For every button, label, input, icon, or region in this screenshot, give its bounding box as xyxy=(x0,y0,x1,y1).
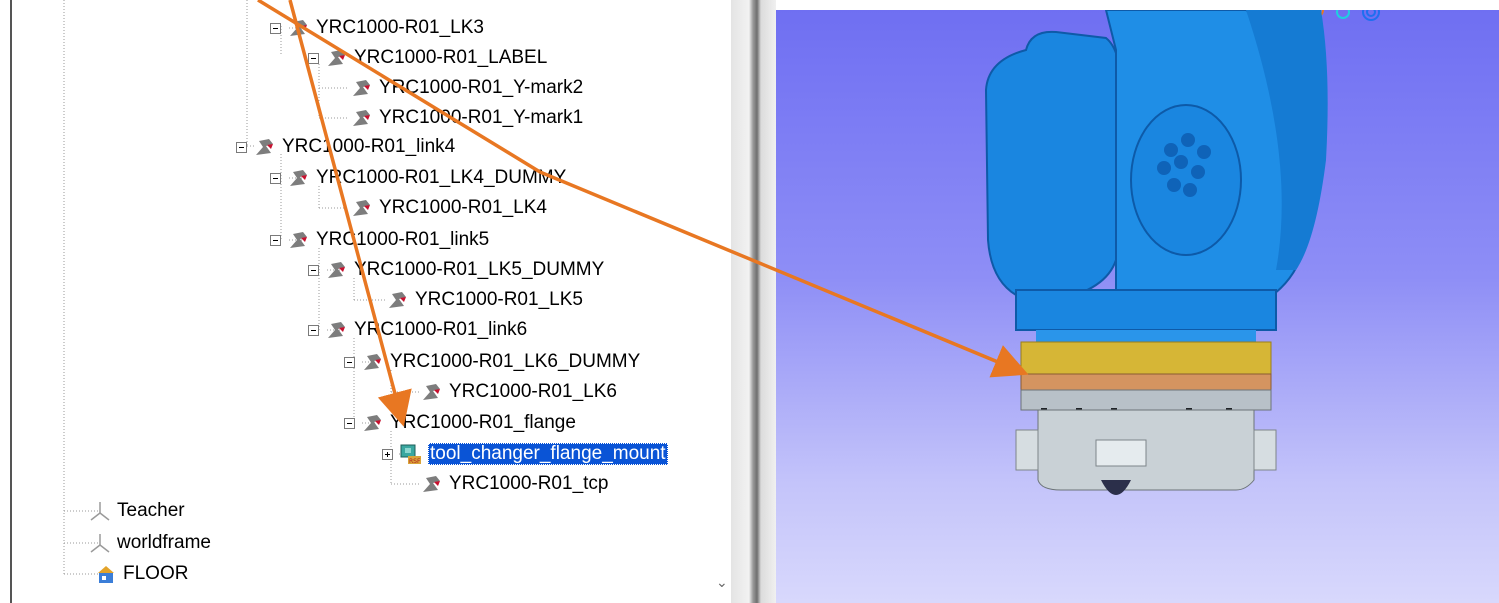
robot-link-icon xyxy=(353,110,370,126)
tree-node-lk4[interactable]: YRC1000-R01_LK4 xyxy=(350,196,547,220)
robot-link-icon xyxy=(353,80,370,96)
tree-node-label: YRC1000-R01_tcp xyxy=(449,473,609,494)
viewport-frame xyxy=(776,0,1499,10)
robot-link-icon xyxy=(423,384,440,400)
tree-node-y-mark1[interactable]: YRC1000-R01_Y-mark1 xyxy=(350,106,583,130)
collapse-toggle[interactable] xyxy=(308,324,319,336)
floor-object-icon xyxy=(98,566,114,583)
tree-node-label: YRC1000-R01_LK4_DUMMY xyxy=(316,167,567,188)
tree-node-label-group[interactable]: YRC1000-R01_LABEL xyxy=(308,46,547,70)
tree-node-label: YRC1000-R01_link4 xyxy=(282,136,456,157)
collapse-toggle[interactable] xyxy=(344,417,355,429)
robot-link-icon xyxy=(328,262,345,278)
robot-link-icon xyxy=(364,354,381,370)
tree-node-link4[interactable]: YRC1000-R01_link4 xyxy=(236,135,455,159)
tree-node-lk5[interactable]: YRC1000-R01_LK5 xyxy=(386,288,583,312)
collapse-toggle[interactable] xyxy=(270,234,281,246)
robot-link-icon xyxy=(423,476,440,492)
tree-node-lk5-dummy[interactable]: YRC1000-R01_LK5_DUMMY xyxy=(308,258,604,282)
tree-panel[interactable]: YRC1000-R01_LK3 YRC1000-R01_LABEL YRC100… xyxy=(0,0,731,603)
tool-assembly-icon: RSF xyxy=(400,444,421,465)
tree-node-lk4-dummy[interactable]: YRC1000-R01_LK4_DUMMY xyxy=(270,166,566,190)
robot-link-icon xyxy=(328,50,345,66)
tree-node-label-selected: tool_changer_flange_mount xyxy=(428,443,668,465)
tree-node-label: YRC1000-R01_Y-mark2 xyxy=(379,77,584,98)
tree-node-label: YRC1000-R01_LK5_DUMMY xyxy=(354,259,605,280)
panel-border xyxy=(10,0,12,603)
tree-node-label: YRC1000-R01_LK4 xyxy=(379,197,547,218)
tree-node-label: YRC1000-R01_LK6 xyxy=(449,381,617,402)
expand-toggle[interactable] xyxy=(382,448,393,460)
robot-link-icon xyxy=(256,139,273,155)
tree-node-link6[interactable]: YRC1000-R01_link6 xyxy=(308,318,527,342)
tree-node-label: YRC1000-R01_LK6_DUMMY xyxy=(390,351,641,372)
tree-node-label: YRC1000-R01_LK3 xyxy=(316,17,484,38)
collapse-toggle[interactable] xyxy=(270,172,281,184)
tree-node-label: worldframe xyxy=(117,532,211,553)
collapse-toggle[interactable] xyxy=(236,141,247,153)
tree-node-label: YRC1000-R01_LABEL xyxy=(354,47,548,68)
tree-node-label: YRC1000-R01_LK5 xyxy=(415,289,583,310)
robot-model xyxy=(984,10,1380,495)
robot-link-icon xyxy=(353,200,370,216)
robot-link-icon xyxy=(290,232,307,248)
tree-node-teacher[interactable]: Teacher xyxy=(88,499,185,523)
tree-node-lk3[interactable]: YRC1000-R01_LK3 xyxy=(270,16,484,40)
tree-node-lk6-dummy[interactable]: YRC1000-R01_LK6_DUMMY xyxy=(344,350,640,374)
tree-node-worldframe[interactable]: worldframe xyxy=(88,531,211,555)
robot-link-icon xyxy=(290,170,307,186)
tree-node-lk6[interactable]: YRC1000-R01_LK6 xyxy=(420,380,617,404)
collapse-toggle[interactable] xyxy=(344,356,355,368)
tree-node-link5[interactable]: YRC1000-R01_link5 xyxy=(270,228,489,252)
tree-node-tcp[interactable]: YRC1000-R01_tcp xyxy=(420,472,608,496)
3d-viewport[interactable] xyxy=(776,10,1499,603)
tree-node-label: FLOOR xyxy=(123,563,189,584)
robot-link-icon xyxy=(290,20,307,36)
tree-node-flange[interactable]: YRC1000-R01_flange xyxy=(344,411,576,435)
tree-node-label: YRC1000-R01_Y-mark1 xyxy=(379,107,584,128)
panel-splitter[interactable] xyxy=(731,0,776,603)
robot-link-icon xyxy=(389,292,406,308)
tree-node-y-mark2[interactable]: YRC1000-R01_Y-mark2 xyxy=(350,76,583,100)
collapse-toggle[interactable] xyxy=(270,22,281,34)
tree-node-label: YRC1000-R01_link6 xyxy=(354,319,528,340)
collapse-toggle[interactable] xyxy=(308,264,319,276)
tree-node-label: YRC1000-R01_flange xyxy=(390,412,576,433)
frame-axes-icon xyxy=(90,534,110,553)
frame-axes-icon xyxy=(90,502,110,521)
svg-text:RSF: RSF xyxy=(409,458,421,465)
tree-node-label: YRC1000-R01_link5 xyxy=(316,229,490,250)
robot-link-icon xyxy=(328,322,345,338)
tree-node-tool-changer[interactable]: RSF tool_changer_flange_mount xyxy=(382,442,668,466)
collapse-toggle[interactable] xyxy=(308,52,319,64)
scroll-down-icon[interactable]: ⌄ xyxy=(716,574,728,590)
vertical-scrollbar[interactable] xyxy=(713,0,731,603)
tree-node-label: Teacher xyxy=(117,500,185,521)
robot-link-icon xyxy=(364,415,381,431)
tree-node-floor[interactable]: FLOOR xyxy=(94,562,188,586)
